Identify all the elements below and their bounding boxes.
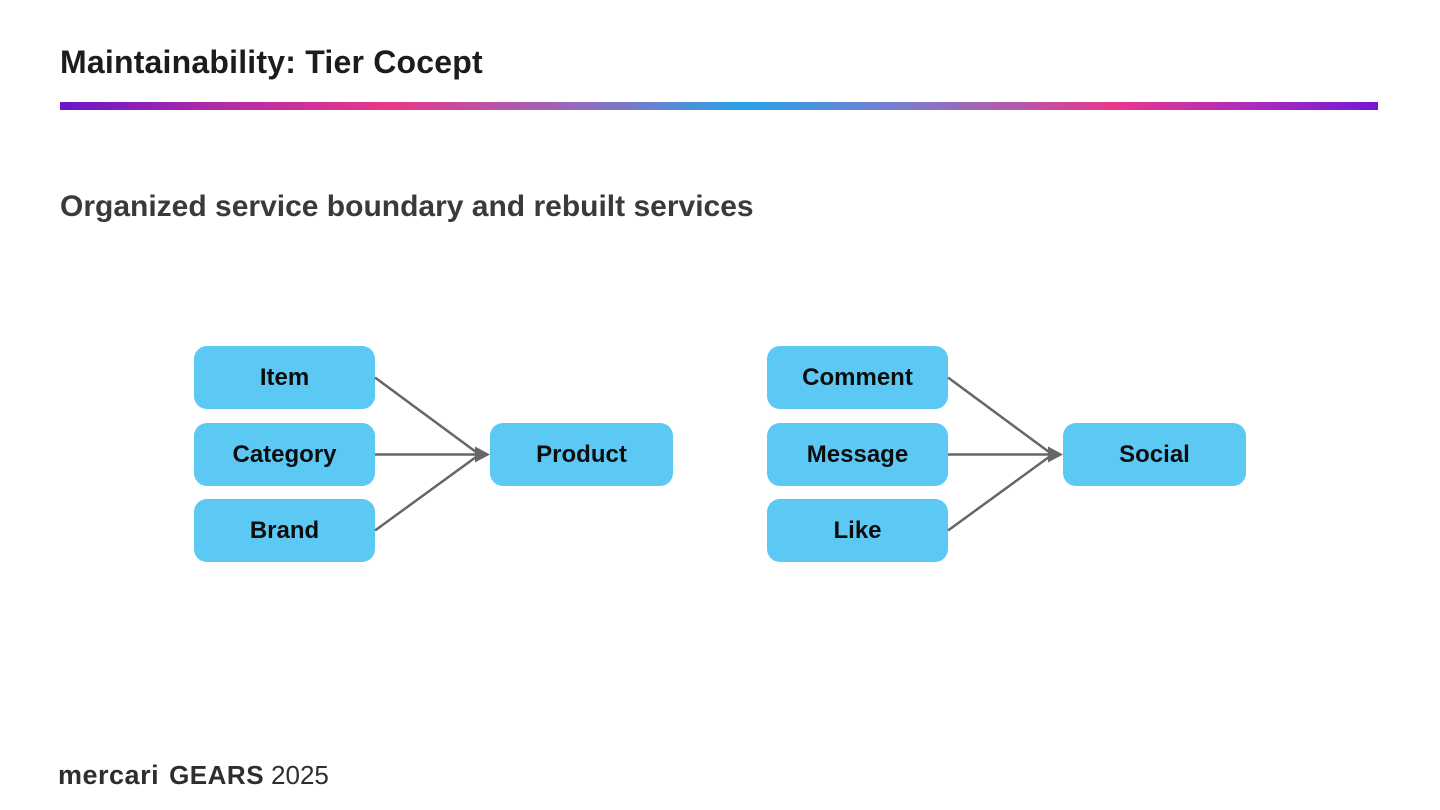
diagram-social-group: Comment Message Like Social bbox=[767, 346, 1246, 562]
node-comment: Comment bbox=[767, 346, 948, 409]
footer-year: 2025 bbox=[271, 760, 329, 790]
diagram-product-group: Item Category Brand Product bbox=[194, 346, 673, 562]
mercari-wordmark: mercari bbox=[58, 760, 160, 790]
accent-gradient-divider bbox=[60, 102, 1378, 110]
arrowhead-icon bbox=[1048, 446, 1063, 463]
node-brand: Brand bbox=[194, 499, 375, 562]
node-message: Message bbox=[767, 423, 948, 486]
node-label: Social bbox=[1119, 440, 1190, 468]
footer-logo: mercari GEARS 2025 bbox=[58, 760, 329, 791]
node-label: Like bbox=[833, 516, 882, 544]
node-product: Product bbox=[490, 423, 673, 486]
node-item: Item bbox=[194, 346, 375, 409]
node-label: Comment bbox=[802, 363, 913, 391]
slide-subtitle: Organized service boundary and rebuilt s… bbox=[60, 190, 754, 223]
node-social: Social bbox=[1063, 423, 1246, 486]
node-label: Item bbox=[259, 363, 310, 391]
node-label: Message bbox=[806, 440, 909, 468]
node-label: Category bbox=[232, 440, 337, 468]
slide-title: Maintainability: Tier Cocept bbox=[60, 44, 483, 80]
arrowhead-icon bbox=[475, 446, 490, 463]
node-category: Category bbox=[194, 423, 375, 486]
node-label: Product bbox=[536, 440, 627, 468]
converging-arrows bbox=[947, 376, 1063, 532]
node-like: Like bbox=[767, 499, 948, 562]
node-label: Brand bbox=[249, 516, 320, 544]
gears-wordmark: GEARS bbox=[169, 760, 265, 790]
converging-arrows bbox=[374, 376, 490, 532]
